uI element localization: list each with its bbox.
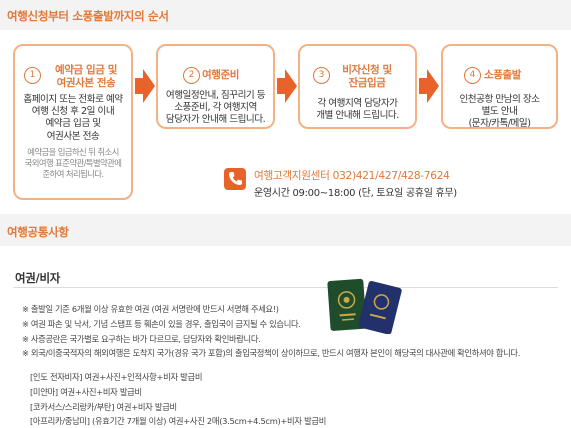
step-description: 여행일정안내, 짐꾸리기 등 소풍준비, 각 여행지역 담당자가 안내해 드립니… xyxy=(165,90,266,126)
step-card-deposit: 1 예약금 입금 및 여권사본 전송 홈페이지 또는 전화로 예약 여행 신청 … xyxy=(13,44,133,200)
contact-hours: 운영시간 09:00~18:00 (단, 토요일 공휴일 휴무) xyxy=(254,188,457,199)
step-title: 비자신청 및 잔금입금 xyxy=(342,64,392,89)
notice-line: ※ 여권 파손 및 낙서, 기념 스탬프 등 훼손이 있을 경우, 출입국이 금… xyxy=(22,319,301,329)
section-header-process: 여행신청부터 소풍출발까지의 순서 xyxy=(0,0,571,30)
phone-icon xyxy=(224,168,246,190)
notice-line: ※ 외국/이중국적자의 해외여행은 도착지 국가(경유 국가 포함)의 출입국정… xyxy=(22,348,520,358)
step-number-badge: 1 xyxy=(24,67,41,84)
step-title: 여행준비 xyxy=(202,69,240,81)
passport-visa-title: 여권/비자 xyxy=(15,271,61,285)
visa-requirement: [코카서스/스리랑카/부탄] 여권+비자 발급비 xyxy=(30,402,177,412)
arrow-right-icon xyxy=(277,69,297,103)
step-card-visa-balance: 3 비자신청 및 잔금입금 각 여행지역 담당자가 개별 안내해 드립니다. xyxy=(298,44,417,129)
step-description: 인천공항 만남의 장소 별도 안내 (문자/카톡/메일) xyxy=(459,94,540,130)
notice-line: ※ 출발일 기준 6개월 이상 유효한 여권 (여권 서명란에 반드시 서명해 … xyxy=(22,304,279,314)
arrow-right-icon xyxy=(135,69,155,103)
passport-image xyxy=(327,278,402,334)
divider xyxy=(13,287,558,288)
step-number-badge: 4 xyxy=(464,67,481,84)
section-title: 여행신청부터 소풍출발까지의 순서 xyxy=(7,9,169,23)
step-title: 예약금 입금 및 여권사본 전송 xyxy=(54,64,118,89)
step-note: 예약금을 입금하신 뒤 취소시 국외여행 표준약관/특별약관에 준하여 처리됩니… xyxy=(24,147,122,179)
section-header-common: 여행공통사항 xyxy=(0,214,571,246)
contact-phone: 여행고객지원센터 032)421/427/428-7624 xyxy=(254,170,450,182)
step-description: 홈페이지 또는 전화로 예약 여행 신청 후 2일 이내 예약금 입금 및 여권… xyxy=(23,94,123,142)
step-number-badge: 3 xyxy=(313,67,330,84)
step-number-badge: 2 xyxy=(183,67,200,84)
visa-requirement: [아프리카/중남미] (유효기간 7개월 이상) 여권+사진 2매(3.5cm+… xyxy=(30,416,327,426)
step-description: 각 여행지역 담당자가 개별 안내해 드립니다. xyxy=(316,98,399,122)
step-card-departure: 4 소풍출발 인천공항 만남의 장소 별도 안내 (문자/카톡/메일) xyxy=(441,44,558,129)
visa-requirement: [인도 전자비자] 여권+사진+인적사항+비자 발급비 xyxy=(30,372,203,382)
section-title: 여행공통사항 xyxy=(7,225,69,239)
notice-line: ※ 사증공란은 국가별로 요구하는 바가 다르므로, 담당자와 확인바랍니다. xyxy=(22,334,261,344)
step-card-preparation: 2 여행준비 여행일정안내, 짐꾸리기 등 소풍준비, 각 여행지역 담당자가 … xyxy=(156,44,275,129)
visa-requirement: [미얀마] 여권+사진+비자 발급비 xyxy=(30,387,142,397)
arrow-right-icon xyxy=(419,69,439,103)
step-title: 소풍출발 xyxy=(484,69,522,81)
